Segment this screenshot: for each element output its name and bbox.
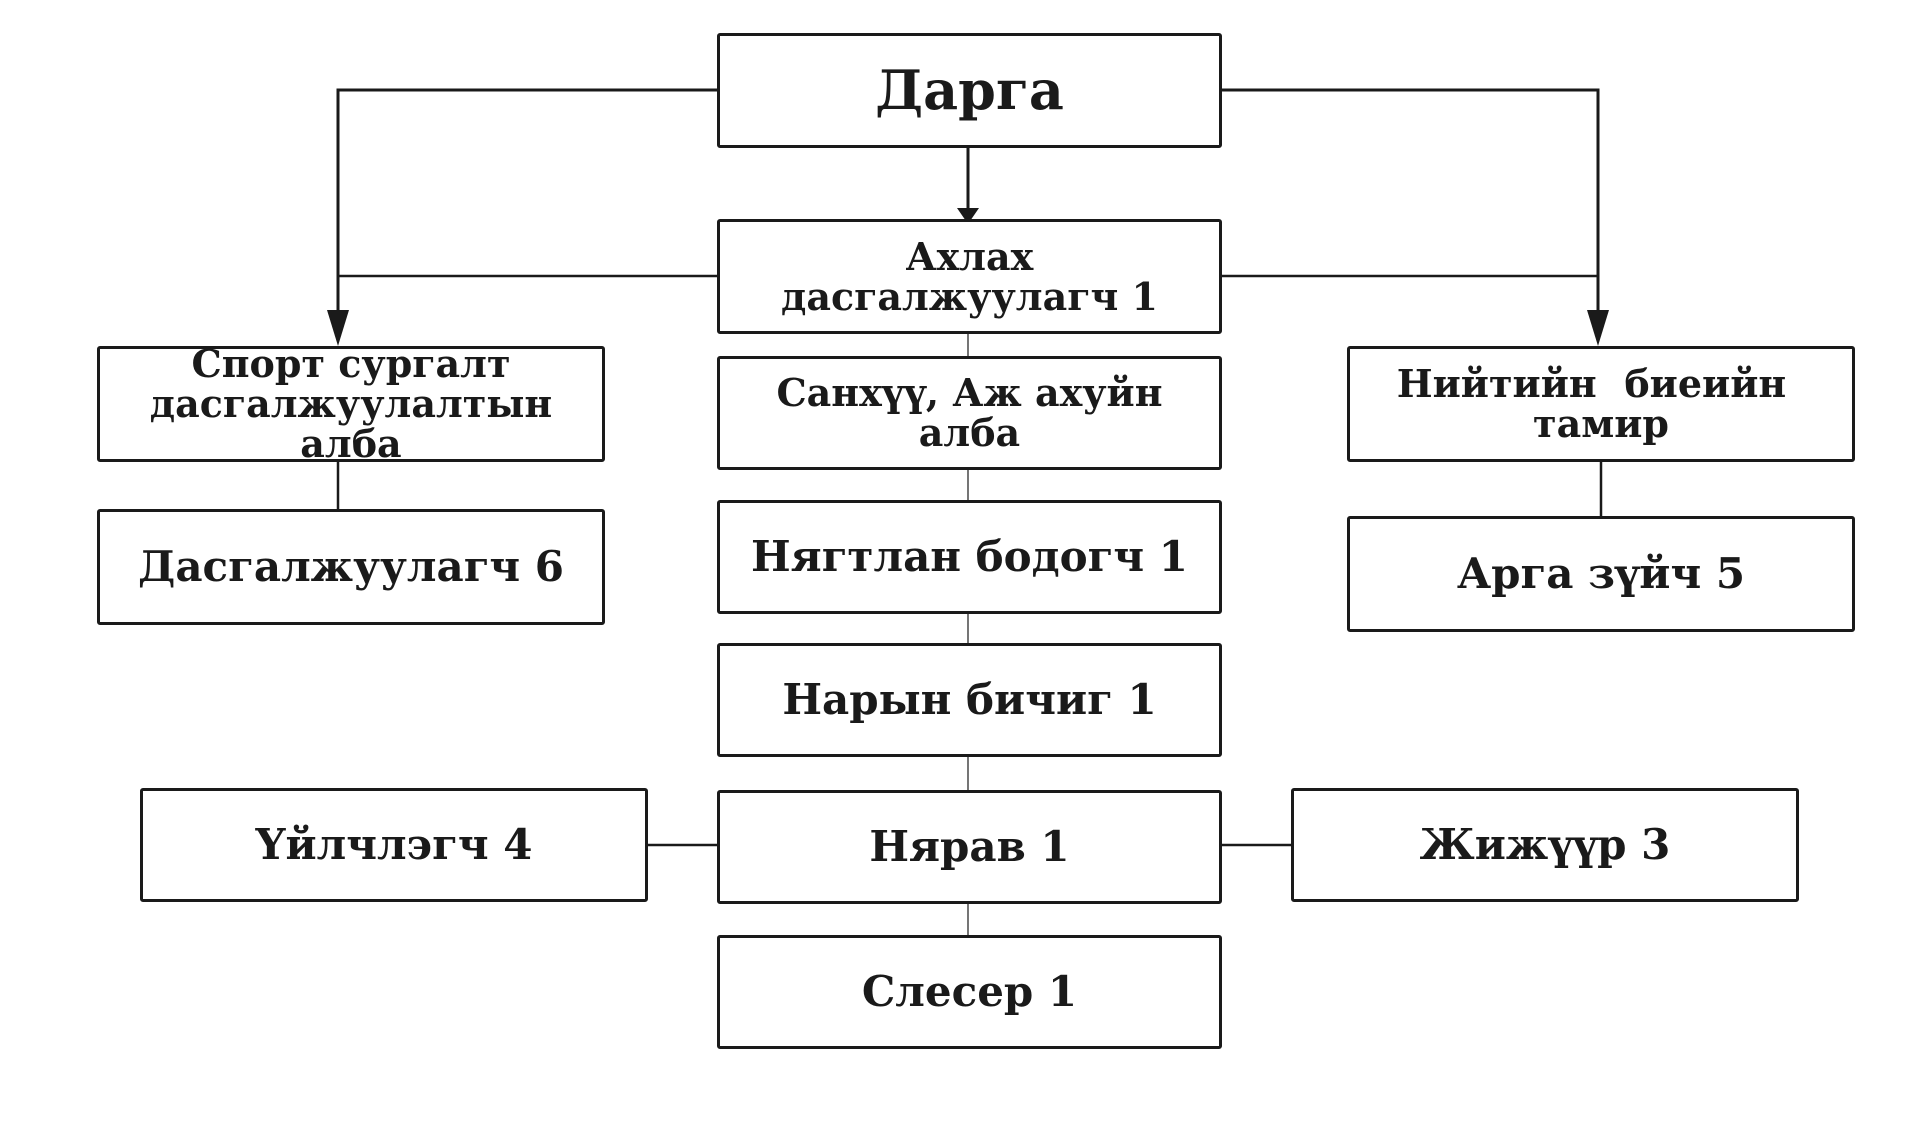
head-coach-box: Ахлах дасгалжуулагч 1 <box>717 219 1222 334</box>
storekeeper-label: Нярав 1 <box>869 821 1070 871</box>
finance-label-line1: Санхүү, Аж ахуйн <box>776 370 1163 416</box>
accountant-label: Нягтлан бодогч 1 <box>750 531 1189 581</box>
public-pe-label-line2: тамир <box>1533 401 1669 446</box>
public-pe-label-line1: Нийтийн биеийн <box>1392 364 1809 404</box>
coach-label: Дасгалжуулагч 6 <box>137 541 565 591</box>
secretary-label: Нарын бичиг 1 <box>782 674 1157 724</box>
arrow-head-coach <box>957 208 979 224</box>
secretary-box: Нарын бичиг 1 <box>717 643 1222 757</box>
head-coach-label-line1: Ахлах <box>905 233 1034 279</box>
public-pe-word2: биеийн <box>1624 361 1787 407</box>
locksmith-label: Слесер 1 <box>861 966 1078 1016</box>
accountant-box: Нягтлан бодогч 1 <box>717 500 1222 614</box>
service-worker-box: Үйлчлэгч 4 <box>140 788 648 902</box>
methodologist-label: Арга зүйч 5 <box>1456 548 1746 598</box>
sport-training-label-line1: Спорт сургалт <box>191 341 511 387</box>
public-pe-word1: Нийтийн <box>1396 361 1597 407</box>
sport-training-box: Спорт сургалт дасгалжуулалтын алба <box>97 341 605 466</box>
watchman-label: Жижүүр 3 <box>1419 819 1671 869</box>
storekeeper-box: Нярав 1 <box>717 790 1222 904</box>
finance-label-line2: алба <box>918 410 1021 455</box>
director-label: Дарга <box>875 58 1064 123</box>
finance-box: Санхүү, Аж ахуйн алба <box>717 356 1222 470</box>
watchman-box: Жижүүр 3 <box>1291 788 1799 902</box>
director-box: Дарга <box>717 33 1222 148</box>
arrow-sport-training <box>327 310 349 346</box>
line-director-to-public-pe <box>1220 88 1600 330</box>
public-pe-box: Нийтийн биеийн тамир <box>1347 346 1855 462</box>
locksmith-box: Слесер 1 <box>717 935 1222 1049</box>
arrow-public-pe <box>1587 310 1609 346</box>
coach-box: Дасгалжуулагч 6 <box>97 509 605 625</box>
head-coach-label-line2: дасгалжуулагч 1 <box>781 273 1158 319</box>
methodologist-box: Арга зүйч 5 <box>1347 516 1855 632</box>
sport-training-label-line2: дасгалжуулалтын алба <box>149 381 553 466</box>
line-director-to-sport-training <box>336 88 717 330</box>
service-worker-label: Үйлчлэгч 4 <box>255 819 533 869</box>
